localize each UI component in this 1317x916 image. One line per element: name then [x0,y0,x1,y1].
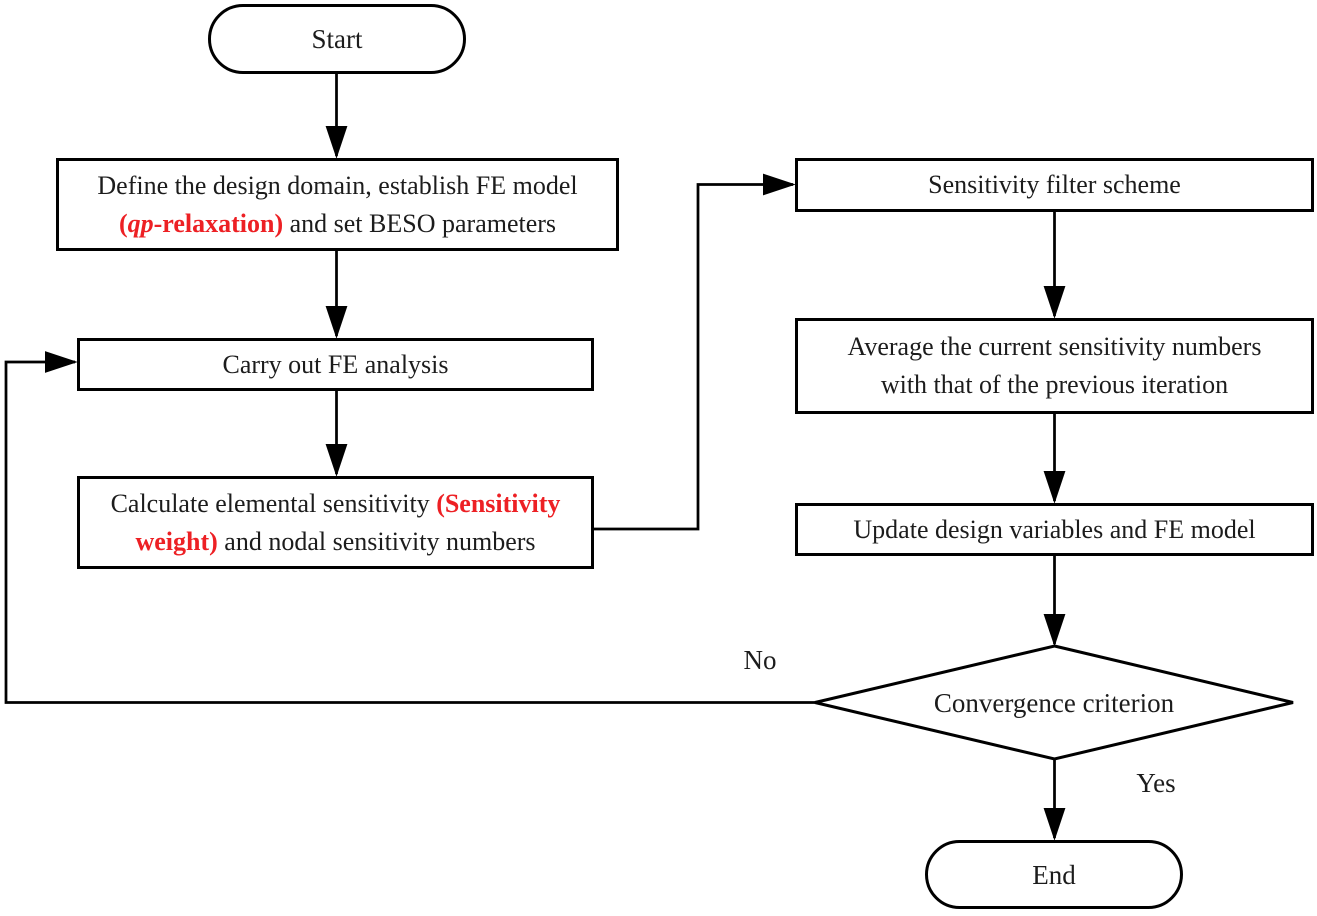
no-branch-label: No [743,645,777,675]
process-fe-analysis: Carry out FE analysis [77,338,594,391]
yes-branch-label: Yes [1136,768,1176,798]
qp-relaxation-highlight: (qp-relaxation) [118,208,284,238]
edge-calc-to-filter [594,173,796,531]
end-label: End [1032,859,1076,890]
decision-convergence-label: Convergence criterion [933,688,1175,718]
process-update-design-variables: Update design variables and FE model [795,503,1314,556]
start-label: Start [311,24,363,54]
start-terminator: Start [208,4,466,74]
define-text: Define the design domain, establish FE m… [97,170,578,238]
sensitivity-weight-highlight-2: weight) [135,526,218,556]
process-calculate-sensitivity: Calculate elemental sensitivity (Sensiti… [77,476,594,569]
process-sensitivity-filter: Sensitivity filter scheme [795,158,1314,212]
fe-analysis-label: Carry out FE analysis [222,349,449,379]
edge-decision-no-to-fe-analysis [4,351,816,704]
update-label: Update design variables and FE model [853,514,1256,544]
average-text: Average the current sensitivity numbers … [847,332,1262,399]
process-average-sensitivity: Average the current sensitivity numbers … [795,318,1314,414]
end-terminator: End [925,840,1183,909]
decision-diamond-shape [814,644,1294,761]
sensitivity-weight-highlight-1: (Sensitivity [436,488,561,518]
calc-text: Calculate elemental sensitivity (Sensiti… [110,488,561,556]
process-define-design-domain: Define the design domain, establish FE m… [56,158,619,251]
filter-label: Sensitivity filter scheme [928,170,1181,199]
